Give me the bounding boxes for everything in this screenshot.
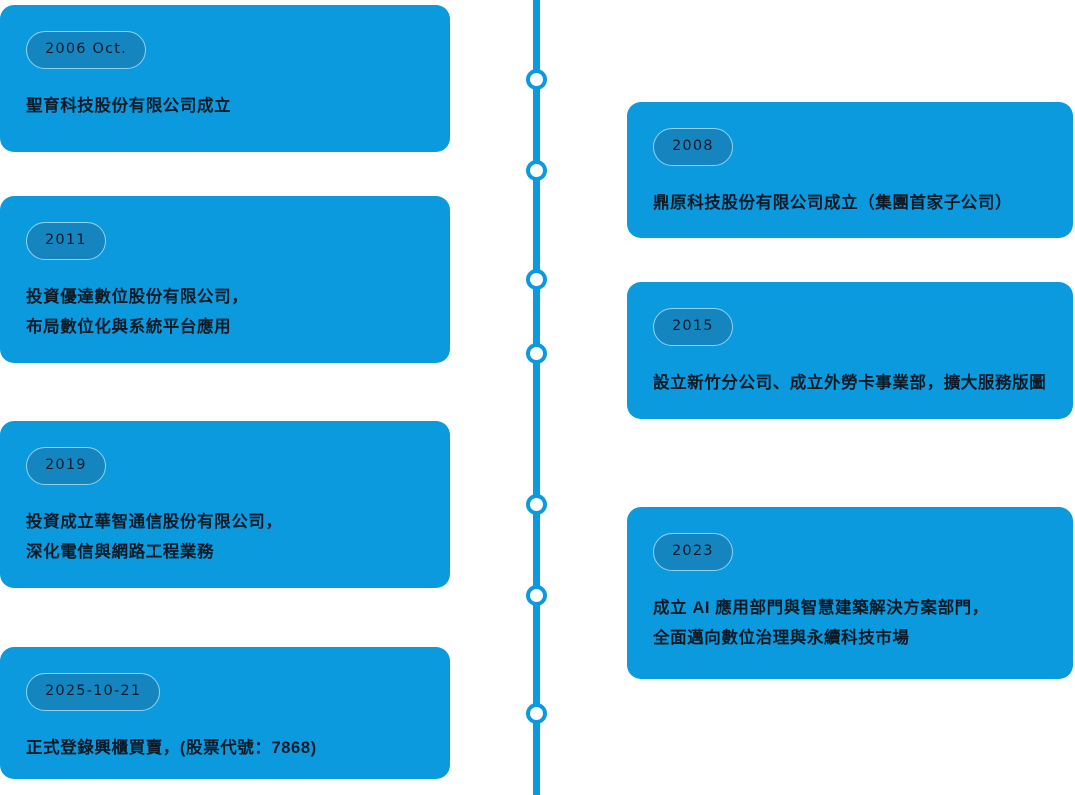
- milestone-card-2011[interactable]: 2011 投資優達數位股份有限公司， 布局數位化與系統平台應用: [0, 196, 450, 363]
- timeline-node-7[interactable]: [526, 703, 547, 724]
- milestone-card-2015[interactable]: 2015 設立新竹分公司、成立外勞卡事業部，擴大服務版圖: [627, 282, 1073, 419]
- timeline-node-3[interactable]: [526, 269, 547, 290]
- timeline-node-1[interactable]: [526, 69, 547, 90]
- milestone-description: 聖育科技股份有限公司成立: [26, 96, 232, 115]
- milestone-card-2025-10-21[interactable]: 2025-10-21 正式登錄興櫃買賣，(股票代號：7868): [0, 647, 450, 779]
- milestone-date-badge: 2015: [653, 308, 733, 346]
- milestone-card-body: 2023 成立 AI 應用部門與智慧建築解決方案部門， 全面邁向數位治理與永續科技…: [627, 507, 1073, 678]
- milestone-description: 投資成立華智通信股份有限公司， 深化電信與網路工程業務: [26, 512, 283, 562]
- timeline-axis-line: [533, 0, 540, 795]
- milestone-date-badge: 2025-10-21: [26, 673, 161, 711]
- milestone-description: 鼎原科技股份有限公司成立（集團首家子公司）: [653, 193, 1013, 212]
- milestone-date-badge: 2019: [26, 447, 106, 485]
- milestone-card-body: 2025-10-21 正式登錄興櫃買賣，(股票代號：7868): [0, 647, 450, 787]
- timeline-node-6[interactable]: [526, 585, 547, 606]
- milestone-description: 設立新竹分公司、成立外勞卡事業部，擴大服務版圖: [653, 373, 1047, 392]
- milestone-card-2006-oct[interactable]: 2006 Oct. 聖育科技股份有限公司成立: [0, 5, 450, 152]
- milestone-card-body: 2015 設立新竹分公司、成立外勞卡事業部，擴大服務版圖: [627, 282, 1073, 422]
- timeline-node-5[interactable]: [526, 494, 547, 515]
- milestone-card-body: 2011 投資優達數位股份有限公司， 布局數位化與系統平台應用: [0, 196, 450, 367]
- milestone-card-body: 2006 Oct. 聖育科技股份有限公司成立: [0, 5, 450, 145]
- milestone-date-badge: 2006 Oct.: [26, 31, 146, 69]
- timeline-node-2[interactable]: [526, 160, 547, 181]
- milestone-description: 正式登錄興櫃買賣，(股票代號：7868): [26, 738, 317, 757]
- milestone-description: 成立 AI 應用部門與智慧建築解決方案部門， 全面邁向數位治理與永續科技市場: [653, 598, 989, 648]
- milestone-card-body: 2008 鼎原科技股份有限公司成立（集團首家子公司）: [627, 102, 1073, 242]
- milestone-card-2019[interactable]: 2019 投資成立華智通信股份有限公司， 深化電信與網路工程業務: [0, 421, 450, 588]
- milestone-description: 投資優達數位股份有限公司， 布局數位化與系統平台應用: [26, 287, 249, 337]
- milestone-date-badge: 2008: [653, 128, 733, 166]
- timeline-node-4[interactable]: [526, 343, 547, 364]
- milestone-date-badge: 2023: [653, 533, 733, 571]
- milestone-card-2008[interactable]: 2008 鼎原科技股份有限公司成立（集團首家子公司）: [627, 102, 1073, 238]
- milestone-card-2023[interactable]: 2023 成立 AI 應用部門與智慧建築解決方案部門， 全面邁向數位治理與永續科技…: [627, 507, 1073, 679]
- milestone-date-badge: 2011: [26, 222, 106, 260]
- milestone-card-body: 2019 投資成立華智通信股份有限公司， 深化電信與網路工程業務: [0, 421, 450, 592]
